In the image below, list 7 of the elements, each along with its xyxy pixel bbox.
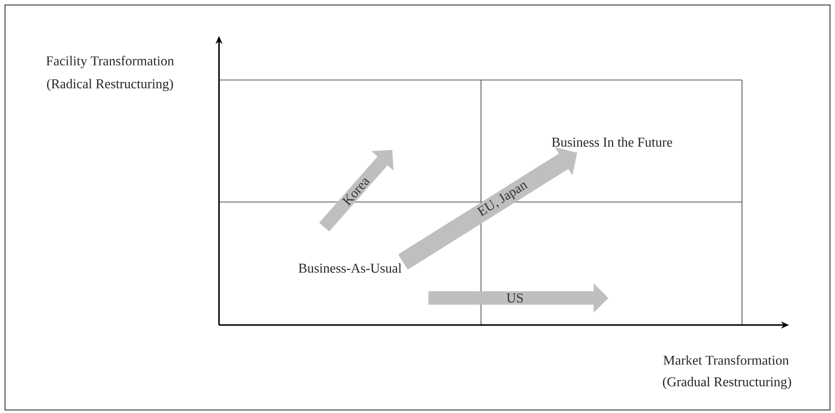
axis-title: Facility Transformation [46, 56, 174, 68]
edge-label: EU, Japan [476, 182, 528, 216]
region-label: Business-As-Usual [298, 263, 402, 273]
axis-title: Market Transformation [663, 355, 789, 365]
axis-title: (Gradual Restructuring) [662, 376, 792, 390]
axis-title: (Radical Restructuring) [47, 78, 173, 92]
region-label: Business In the Future [552, 137, 672, 147]
